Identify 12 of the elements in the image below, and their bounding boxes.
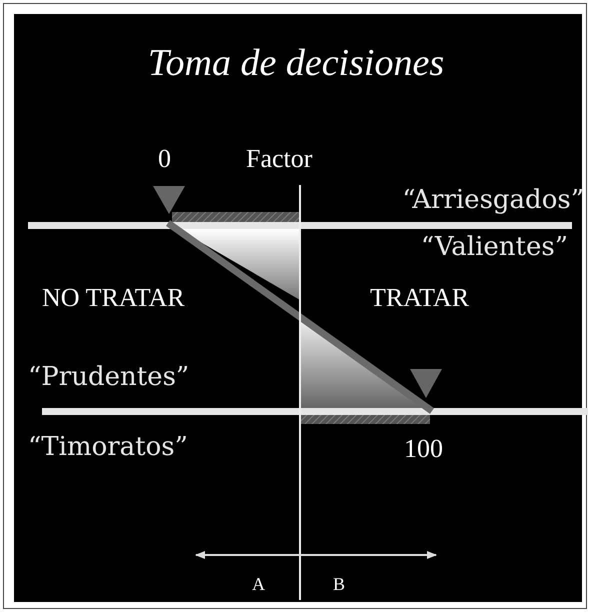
scale-value: 0	[158, 146, 171, 172]
region-label: TRATAR	[370, 285, 470, 311]
region-label: “Prudentes”	[28, 364, 190, 390]
region-label: NO TRATAR	[42, 285, 185, 311]
region-label: “Arriesgados”	[402, 187, 584, 213]
region-label: “Timoratos”	[28, 434, 188, 460]
slide-title: Toma de decisiones	[146, 44, 446, 82]
zone-label: B	[333, 575, 346, 593]
axis-label: Factor	[246, 146, 312, 172]
zone-label: A	[252, 575, 265, 593]
scale-value: 100	[404, 436, 443, 462]
region-label: “Valientes”	[420, 234, 568, 260]
